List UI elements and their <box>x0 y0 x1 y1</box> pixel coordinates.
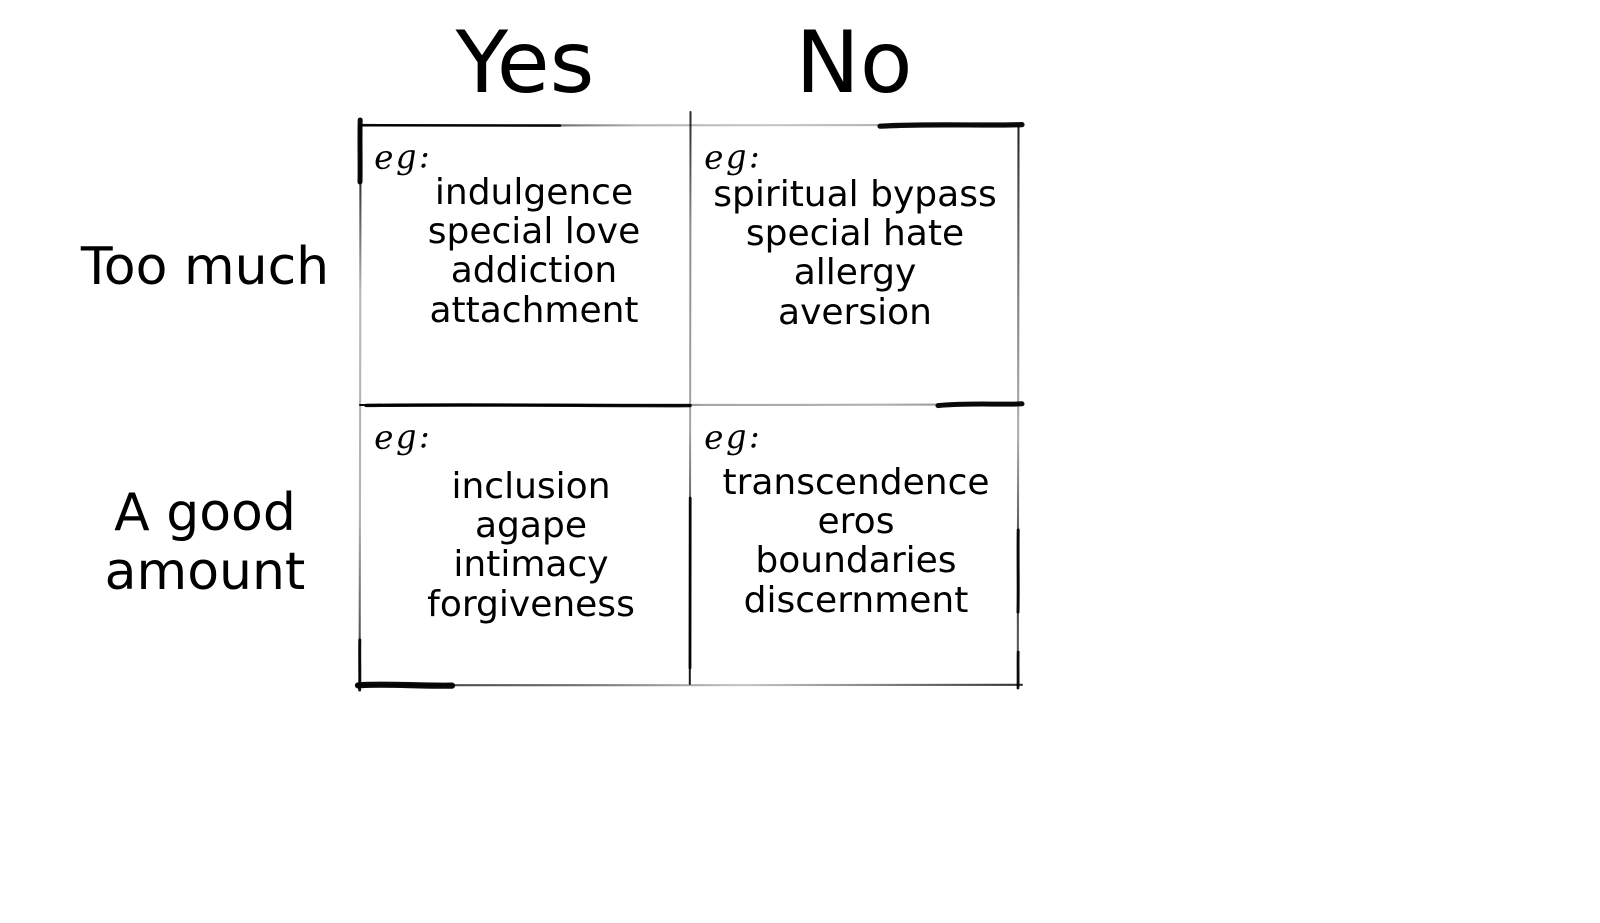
list-item: discernment <box>743 579 969 621</box>
list-item: agape <box>475 505 587 547</box>
list-item: intimacy <box>453 544 609 586</box>
list-item: spiritual bypass <box>713 174 997 215</box>
quadrant-good-amount-no: eg: transcendence eros boundaries discer… <box>690 405 1018 685</box>
eg-label: eg: <box>373 136 433 177</box>
quadrant-item-list: inclusion agape intimacy forgiveness <box>360 467 690 624</box>
eg-label: eg: <box>703 416 763 457</box>
list-item: attachment <box>429 289 639 331</box>
list-item: inclusion <box>451 466 611 507</box>
list-item: allergy <box>793 252 917 294</box>
quadrant-item-list: transcendence eros boundaries discernmen… <box>690 463 1018 620</box>
column-header-yes: Yes <box>455 13 595 113</box>
column-header-no: No <box>795 13 913 113</box>
quadrant-too-much-yes: eg: indulgence special love addiction at… <box>360 125 690 405</box>
eg-label: eg: <box>703 136 763 177</box>
list-item: special love <box>427 211 641 253</box>
quadrant-too-much-no: eg: spiritual bypass special hate allerg… <box>690 125 1018 405</box>
list-item: indulgence <box>434 172 634 213</box>
quadrant-good-amount-yes: eg: inclusion agape intimacy forgiveness <box>360 405 690 685</box>
list-item: eros <box>817 501 895 543</box>
list-item: transcendence <box>722 462 990 503</box>
row-label-too-much: Too much <box>80 237 330 297</box>
quadrant-item-list: spiritual bypass special hate allergy av… <box>690 175 1018 332</box>
list-item: forgiveness <box>427 583 635 625</box>
list-item: addiction <box>450 250 618 292</box>
list-item: aversion <box>778 291 932 333</box>
row-label-a-good-amount: A good amount <box>104 483 306 603</box>
list-item: boundaries <box>755 540 957 582</box>
eg-label: eg: <box>373 416 433 457</box>
quadrant-item-list: indulgence special love addiction attach… <box>360 173 690 330</box>
list-item: special hate <box>745 213 965 255</box>
